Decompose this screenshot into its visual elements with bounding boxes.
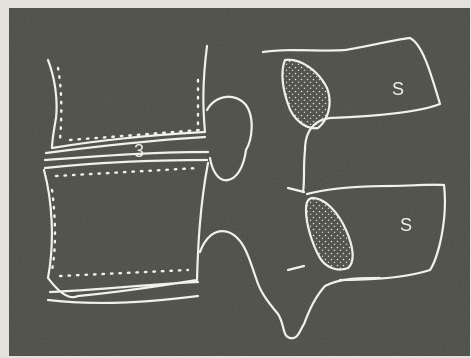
- upper-segment-label: S: [392, 79, 404, 99]
- disc-level-label: 3: [134, 141, 144, 161]
- grain-overlay: [9, 8, 470, 356]
- lower-segment-label: S: [400, 215, 412, 235]
